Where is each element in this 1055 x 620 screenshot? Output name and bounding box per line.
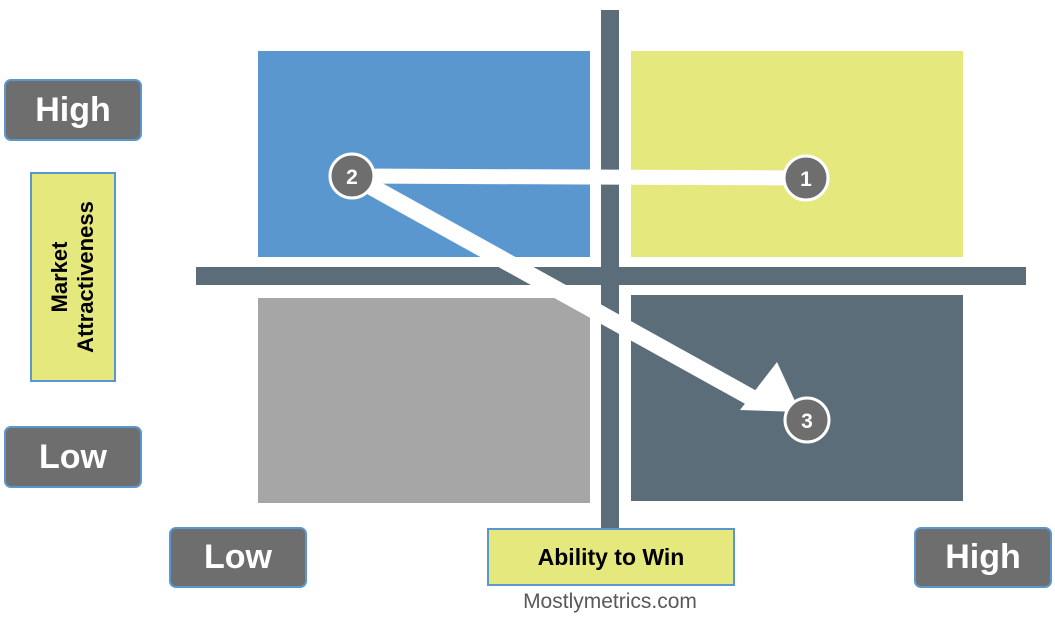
x-axis-title: Ability to Win <box>487 528 735 586</box>
y-axis-title: Market Attractiveness <box>30 172 116 382</box>
x-high-label: High <box>914 527 1052 588</box>
source-footer: Mostlymetrics.com <box>523 590 697 613</box>
step-circle-2 <box>328 152 376 200</box>
x-low-label: Low <box>169 527 307 588</box>
horizontal-axis-bar <box>196 267 1026 285</box>
quadrant-bottom-right <box>631 295 963 501</box>
step-marker-3: 3 <box>783 396 831 444</box>
arrow-shaft-2-3 <box>347 168 757 406</box>
step-number-3: 3 <box>801 410 813 433</box>
step-circle-1 <box>782 154 830 202</box>
step-marker-1: 1 <box>782 154 830 202</box>
step-number-2: 2 <box>346 166 358 189</box>
y-axis-title-line2: Attractiveness <box>73 201 99 353</box>
quadrant-top-right <box>631 51 963 257</box>
step-number-1: 1 <box>800 168 812 191</box>
y-axis-title-line1: Market <box>47 241 73 313</box>
quadrant-bottom-left <box>258 298 590 503</box>
step-marker-2: 2 <box>328 152 376 200</box>
y-low-label: Low <box>4 426 142 488</box>
y-high-label: High <box>4 79 142 141</box>
step-circle-3 <box>783 396 831 444</box>
arrow-head-icon <box>740 362 800 412</box>
connector-line-1-2 <box>351 168 807 186</box>
